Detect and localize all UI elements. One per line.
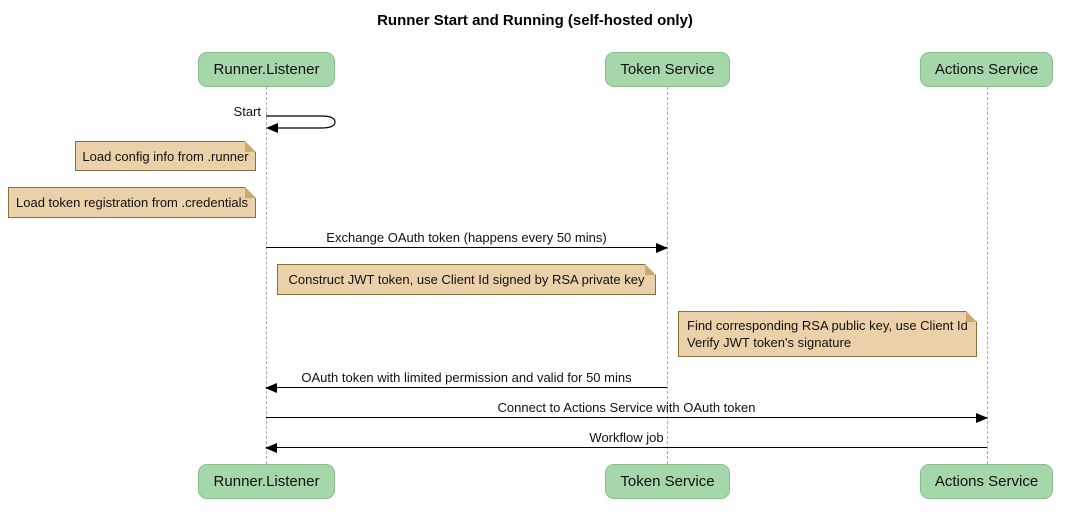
note-text-line2: Verify JWT token's signature — [687, 335, 852, 350]
participant-actions-service-bottom: Actions Service — [920, 464, 1053, 499]
arrow-right-icon — [266, 412, 988, 423]
note-text-line1: Find corresponding RSA public key, use C… — [687, 318, 968, 333]
message-label: Exchange OAuth token (happens every 50 m… — [326, 230, 607, 245]
participant-runner-listener-bottom: Runner.Listener — [198, 464, 335, 499]
note-construct-jwt: Construct JWT token, use Client Id signe… — [277, 264, 656, 295]
lifeline-runner-listener — [266, 87, 267, 464]
participant-label: Runner.Listener — [213, 61, 320, 78]
note-text: Load config info from .runner — [82, 148, 249, 164]
arrow-left-icon — [265, 382, 667, 393]
participant-token-service-bottom: Token Service — [605, 464, 730, 499]
message-exchange-oauth: Exchange OAuth token (happens every 50 m… — [266, 230, 668, 253]
note-load-config: Load config info from .runner — [75, 141, 256, 171]
lifeline-token-service — [667, 87, 668, 464]
note-verify-jwt: Find corresponding RSA public key, use C… — [678, 311, 977, 357]
note-text: Load token registration from .credential… — [16, 195, 248, 210]
participant-token-service-top: Token Service — [605, 52, 730, 87]
self-message-loop-arrow — [266, 115, 336, 133]
message-label: OAuth token with limited permission and … — [301, 370, 632, 385]
note-text: Construct JWT token, use Client Id signe… — [288, 272, 645, 287]
arrow-left-icon — [265, 442, 987, 453]
participant-label: Token Service — [620, 473, 715, 490]
participant-label: Runner.Listener — [213, 473, 320, 490]
arrow-right-icon — [266, 242, 668, 253]
diagram-title: Runner Start and Running (self-hosted on… — [377, 12, 693, 29]
message-workflow-job: Workflow job — [265, 430, 987, 453]
message-label: Workflow job — [589, 430, 664, 445]
participant-label: Actions Service — [934, 61, 1039, 78]
message-start-label: Start — [233, 104, 261, 119]
participant-label: Actions Service — [934, 473, 1039, 490]
participant-runner-listener-top: Runner.Listener — [198, 52, 335, 87]
lifeline-actions-service — [987, 87, 988, 464]
message-connect-actions: Connect to Actions Service with OAuth to… — [266, 400, 988, 423]
message-label: Connect to Actions Service with OAuth to… — [497, 400, 756, 415]
participant-label: Token Service — [620, 61, 715, 78]
participant-actions-service-top: Actions Service — [920, 52, 1053, 87]
message-oauth-return: OAuth token with limited permission and … — [265, 370, 667, 393]
note-load-token-registration: Load token registration from .credential… — [8, 187, 256, 218]
